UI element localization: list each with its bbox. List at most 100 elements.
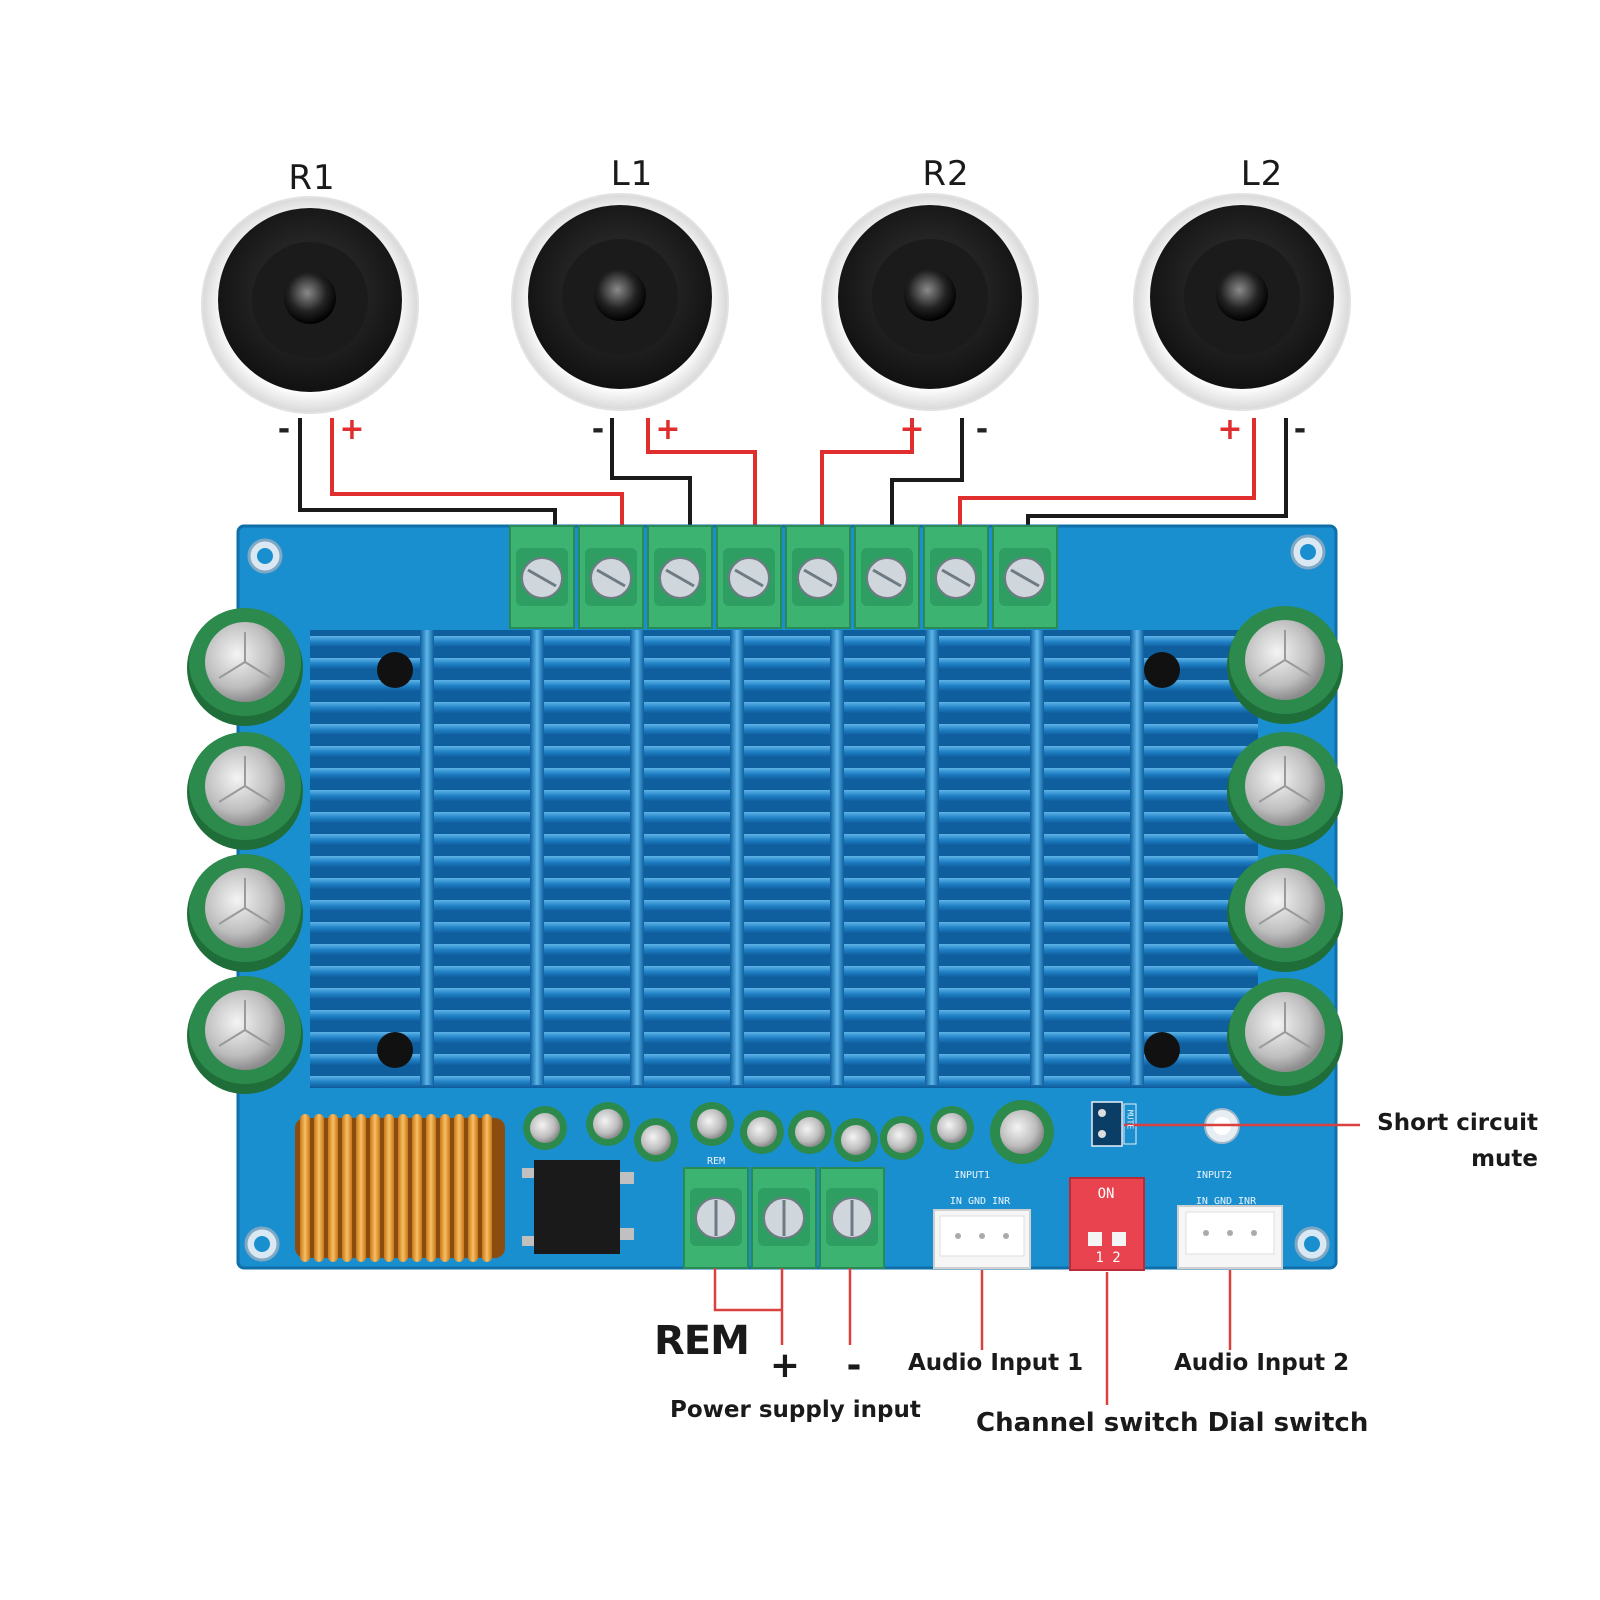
speaker-label-l2: L2 <box>1240 154 1284 194</box>
silk-mute: MUTE <box>1125 1109 1135 1130</box>
inductor-coil <box>295 1114 505 1262</box>
wire-l2-positive <box>958 418 1256 528</box>
left-capacitors <box>187 608 303 1094</box>
mounting-holes <box>244 534 1330 1262</box>
heatsink-fin <box>310 680 1258 692</box>
heatsink-screw <box>377 652 413 688</box>
polarity-r2-neg: - <box>975 412 989 447</box>
silk-input2: INPUT2 <box>1195 1170 1233 1181</box>
silk-dip-numbers: 1 2 <box>1095 1250 1121 1266</box>
heatsink-fin <box>310 812 1258 824</box>
small-capacitor <box>834 1118 878 1162</box>
annotation-short-circuit-line-1: Short circuit <box>1377 1110 1538 1136</box>
small-capacitor <box>586 1102 630 1146</box>
polarity-l2-neg: - <box>1293 412 1307 447</box>
heatsink-fin <box>310 702 1258 714</box>
small-capacitor <box>740 1110 784 1154</box>
speaker-terminal <box>923 525 989 629</box>
heatsink-rib <box>830 630 844 1085</box>
polarity-r2-pos: + <box>899 412 925 447</box>
speaker-wires <box>298 418 1288 528</box>
capacitor <box>187 854 303 972</box>
heatsink-fin <box>310 768 1258 780</box>
heatsink-fin <box>310 1010 1258 1022</box>
capacitor <box>187 608 303 726</box>
heatsink-rib <box>630 630 644 1085</box>
audio-input-1-connector <box>933 1209 1031 1269</box>
polarity-l2-pos: + <box>1217 412 1243 447</box>
heatsink-fin <box>310 724 1258 736</box>
silk-input1: INPUT1 <box>953 1170 991 1181</box>
right-capacitors <box>1227 606 1343 1096</box>
speaker-r2 <box>821 193 1039 411</box>
small-capacitors <box>523 1100 1054 1164</box>
annotation-short-circuit-line-2: mute <box>1471 1146 1538 1172</box>
heatsink-rib <box>1030 630 1044 1085</box>
speaker-l1 <box>511 193 729 411</box>
capacitor <box>1227 978 1343 1096</box>
heatsink-rib <box>925 630 939 1085</box>
annotation-audio-input-2: Audio Input 2 <box>1174 1350 1350 1376</box>
speaker-label-l1: L1 <box>610 154 654 194</box>
speaker-label-r2: R2 <box>922 154 970 194</box>
small-capacitor <box>930 1106 974 1150</box>
line-rem <box>713 1268 782 1312</box>
regulator-chip <box>522 1160 634 1254</box>
silk-rem: REM <box>706 1156 726 1167</box>
speaker-r1 <box>201 196 419 414</box>
heatsink-fin <box>310 966 1258 978</box>
heatsink-screw <box>1144 652 1180 688</box>
capacitor <box>187 732 303 850</box>
annotation-power-supply-input: Power supply input <box>670 1397 921 1423</box>
speaker-terminal <box>854 525 920 629</box>
heatsink-fin <box>310 988 1258 1000</box>
heatsink-fin <box>310 834 1258 846</box>
heatsink <box>310 630 1258 1088</box>
power-terminal <box>683 1167 749 1269</box>
heatsink-fin <box>310 1054 1258 1066</box>
silk-input2-pins: IN GND INR <box>1195 1196 1257 1207</box>
heatsink-fin <box>310 746 1258 758</box>
speaker-l2 <box>1133 193 1351 411</box>
wire-r2-positive <box>820 418 914 528</box>
polarity-r1-pos: + <box>339 412 365 447</box>
wire-l1-negative <box>610 418 692 528</box>
capacitor <box>187 976 303 1094</box>
speaker-terminal <box>716 525 782 629</box>
wire-l2-negative <box>1026 418 1288 528</box>
silk-input1-pins: IN GND INR <box>949 1196 1011 1207</box>
silk-dip-on: ON <box>1097 1186 1115 1202</box>
small-capacitor <box>690 1102 734 1146</box>
heatsink-fin <box>310 944 1258 956</box>
annotation-rem: REM <box>654 1318 750 1364</box>
wire-r1-positive <box>330 418 624 528</box>
small-capacitor <box>880 1116 924 1160</box>
small-capacitor <box>634 1118 678 1162</box>
heatsink-screw <box>377 1032 413 1068</box>
power-terminal <box>819 1167 885 1269</box>
dip-switch <box>1069 1177 1145 1271</box>
annotation-short-circuit-mute: Short circuit mute <box>1360 1105 1538 1177</box>
capacitor <box>990 1100 1054 1164</box>
power-terminal-block <box>683 1167 885 1269</box>
heatsink-fin <box>310 856 1258 868</box>
heatsink-fin <box>310 790 1258 802</box>
speaker-terminal <box>578 525 644 629</box>
power-terminal <box>751 1167 817 1269</box>
wire-r2-negative <box>890 418 964 528</box>
speaker-label-r1: R1 <box>288 158 336 198</box>
heatsink-screw <box>1144 1032 1180 1068</box>
capacitor <box>1227 854 1343 972</box>
wire-r1-negative <box>298 418 557 528</box>
heatsink-fin <box>310 658 1258 670</box>
heatsink-rib <box>730 630 744 1085</box>
heatsink-rib <box>530 630 544 1085</box>
polarity-l1-neg: - <box>591 412 605 447</box>
speaker-terminal-block <box>509 525 1058 629</box>
small-capacitor <box>788 1110 832 1154</box>
annotation-plus: + <box>769 1345 801 1386</box>
annotation-audio-input-1: Audio Input 1 <box>908 1350 1084 1376</box>
annotation-channel-switch: Channel switch Dial switch <box>976 1408 1369 1438</box>
